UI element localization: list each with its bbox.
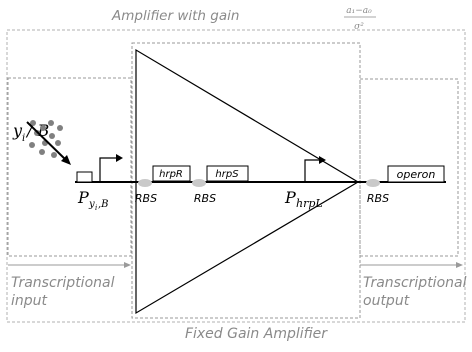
amplifier-box [131,42,361,319]
gain-denominator: σ² [354,22,364,32]
signal-y: y [12,121,23,140]
promoter-2-base: P [284,188,296,207]
gene-hrpR [152,165,191,182]
input-box [7,77,132,257]
promoter-1-base: P [77,188,89,207]
rbs-1-label: RBS [135,192,157,205]
promoter-1-arrow [99,154,123,182]
gene-hrpR-label: hrpR [159,169,183,180]
gene-hrpS [206,165,249,182]
promoter-1-tail: ,B [98,199,109,210]
gain-title: Amplifier with gain a₁−a₀ σ² [111,6,376,32]
promoter-1-head [116,154,123,162]
output-box [359,78,459,257]
rbs-2-label: RBS [194,192,216,205]
promoter-1-label: P y i ,B [77,188,109,212]
molecule-dot [30,120,36,126]
signal-arrow-shaft [26,121,68,162]
title-prefix: Amplifier with gain [111,8,239,24]
input-caption-line1: Transcriptional [11,275,115,291]
rbs-3 [366,179,380,187]
signal-arrow [26,121,71,165]
molecule-dot [40,125,46,131]
signal-sub-i: i [22,133,25,144]
operator-site [76,171,93,183]
molecule-dot [57,125,63,131]
output-flow-arrow [360,262,463,268]
promoter-1-bend [99,157,117,182]
rbs-2 [192,179,206,187]
promoter-2-label: P hrpL [284,188,323,210]
gene-operon-label: operon [397,168,436,181]
input-flow-arrow [8,262,131,268]
promoter-2-sub: hrpL [296,197,323,210]
promoter-2-head [319,156,326,164]
promoter-2-bend [304,159,320,182]
molecule-dot [51,152,57,158]
gene-operon [387,165,445,183]
molecule-dot [29,142,35,148]
rbs-1 [138,179,152,187]
promoter-1-sub: y [88,199,95,210]
fixed-gain-caption: Fixed Gain Amplifier [185,326,328,342]
molecule-dot [55,140,61,146]
promoter-2-arrow [304,156,326,182]
signal-arrow-head [61,155,71,165]
output-caption-line2: output [363,293,410,309]
rbs-3-label: RBS [367,192,389,205]
gain-numerator: a₁−a₀ [346,6,372,16]
molecule-dot [49,133,55,139]
gene-hrpS-label: hrpS [215,169,239,180]
output-caption-line1: Transcriptional [363,275,467,291]
molecule-dot [39,149,45,155]
input-caption-line2: input [11,293,48,309]
input-flow-head [124,262,131,268]
molecule-dot [48,120,54,126]
output-flow-head [456,262,463,268]
promoter-1-subsub: i [95,204,97,212]
